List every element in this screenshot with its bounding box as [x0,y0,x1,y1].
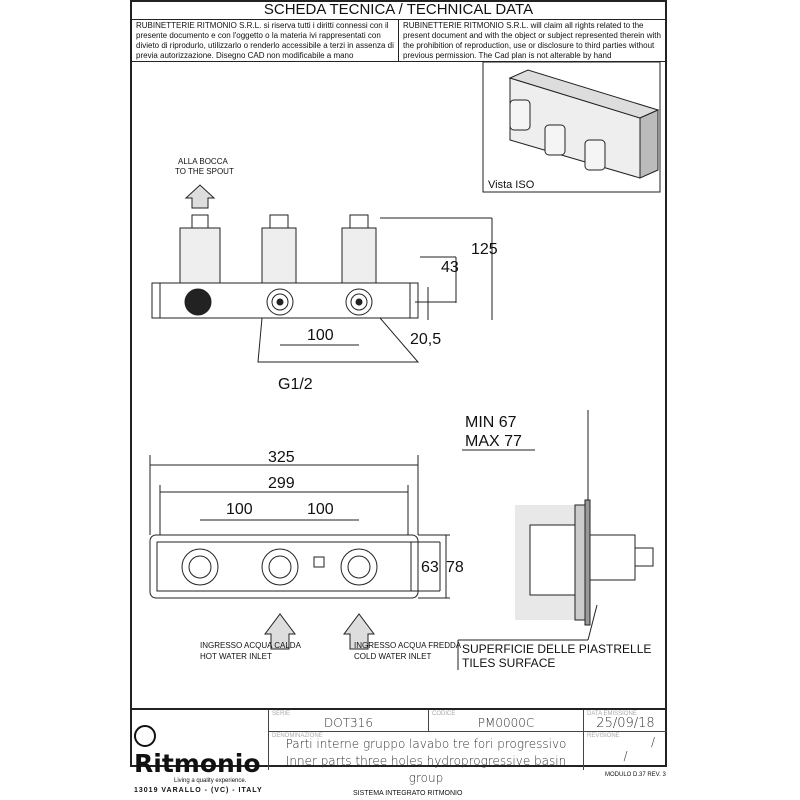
date-label: DATA EMISSIONE [587,711,637,717]
dim-125: 125 [471,241,498,258]
codice-value: PM0000C [477,716,535,730]
footer-system: SISTEMA INTEGRATO RITMONIO [353,790,463,797]
thread-size: G1/2 [278,376,313,393]
tiles-label-en: TILES SURFACE [462,656,555,670]
tiles-label-it: SUPERFICIE DELLE PIASTRELLE [462,642,651,656]
serie-label: SERIE [272,711,291,717]
issue-date: 25/09/18 [596,716,655,731]
revision-1: / [650,735,655,749]
address: 13019 VARALLO - (VC) - ITALY [134,787,263,794]
cold-inlet-it: INGRESSO ACQUA FREDDA [354,641,462,650]
ritmonio-logo-icon [134,725,156,747]
codice-label: CODICE [432,711,456,717]
tagline: Living a quality experience. [174,778,247,784]
dim-20-5: 20,5 [410,331,441,348]
brand-block: Ritmonio Living a quality experience. 13… [134,720,269,794]
max-depth: MAX 77 [465,433,522,450]
spout-label-en: TO THE SPOUT [175,167,234,176]
dim-78: 78 [446,559,464,576]
dim-100-a: 100 [226,501,253,518]
title-block: Ritmonio Living a quality experience. 13… [130,708,667,794]
dim-100-front: 100 [307,327,334,344]
brand-name: Ritmonio [134,749,261,778]
revision-2: / [623,749,628,763]
dim-100-b: 100 [307,501,334,518]
dim-63: 63 [421,559,439,576]
hot-inlet-en: HOT WATER INLET [200,652,272,661]
drawing-frame [130,0,667,767]
description-en: Inner parts three holes hydroprogressive… [285,754,567,785]
cold-inlet-en: COLD WATER INLET [354,652,431,661]
min-depth: MIN 67 [465,414,517,431]
revision-label: REVISIONE [587,733,620,739]
dim-325: 325 [268,449,295,466]
notice-italian: RUBINETTERIE RITMONIO S.R.L. si riserva … [132,19,399,62]
serie-value: DOT316 [324,716,373,730]
hot-inlet-it: INGRESSO ACQUA CALDA [200,641,302,650]
description-it: Parti interne gruppo lavabo tre fori pro… [285,737,567,751]
front-view [151,184,493,363]
denom-label: DENOMINAZIONE [272,733,323,739]
footer-module: MODULO D.37 REV. 3 [605,772,666,778]
dim-43: 43 [441,259,459,276]
dim-299: 299 [268,475,295,492]
iso-label: Vista ISO [488,179,535,191]
side-view [457,410,654,670]
plan-view [149,455,450,650]
spout-label-it: ALLA BOCCA [178,157,228,166]
iso-view: Vista ISO [482,61,661,193]
